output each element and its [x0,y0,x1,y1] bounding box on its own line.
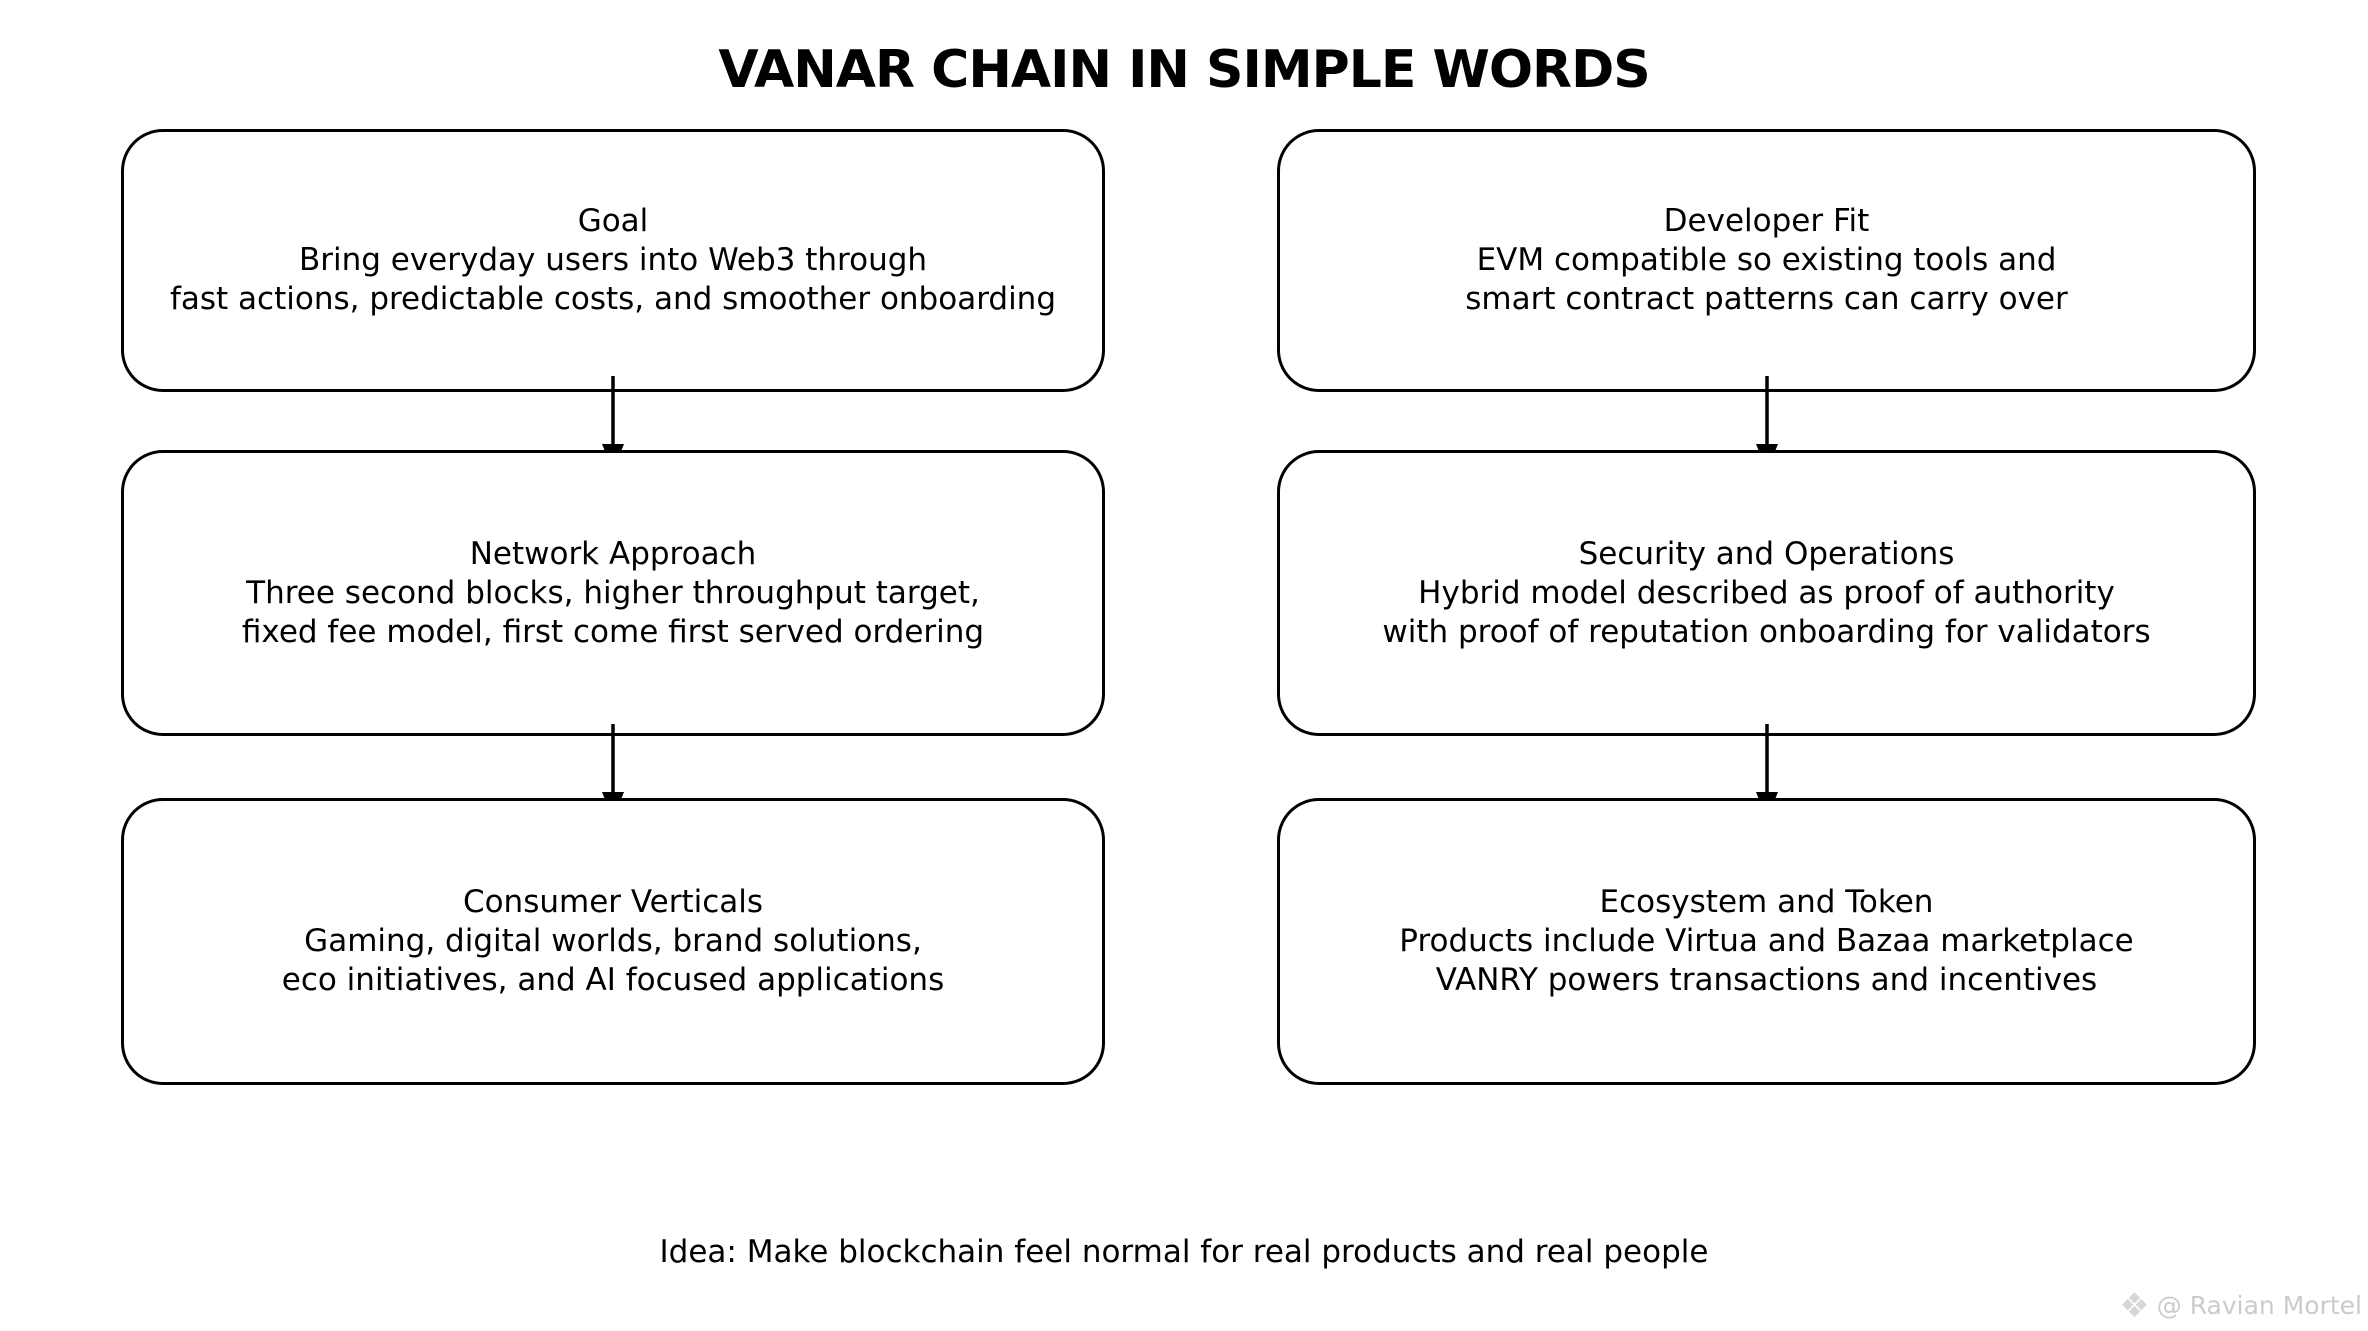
box-consumer-verticals: Consumer Verticals Gaming, digital world… [121,798,1105,1085]
idea-caption: Idea: Make blockchain feel normal for re… [659,1234,1709,1270]
box-developer-fit: Developer Fit EVM compatible so existing… [1277,129,2256,392]
diamond-logo-icon: ❖ [2119,1286,2150,1326]
box-ecosystem-and-token-line-1: Products include Virtua and Bazaa market… [1399,923,2134,959]
box-ecosystem-and-token: Ecosystem and Token Products include Vir… [1277,798,2256,1085]
box-ecosystem-and-token-line-2: VANRY powers transactions and incentives [1435,962,2098,998]
box-goal: Goal Bring everyday users into Web3 thro… [121,129,1105,392]
box-security-and-operations-text: Security and Operations Hybrid model des… [1280,535,2253,652]
box-goal-line-1: Bring everyday users into Web3 through [298,242,928,278]
box-network-approach-line-1: Three second blocks, higher throughput t… [246,574,980,611]
box-developer-fit-line-2: smart contract patterns can carry over [1465,281,2068,317]
box-developer-fit-text: Developer Fit EVM compatible so existing… [1280,202,2253,319]
box-consumer-verticals-line-2: eco initiatives, and AI focused applicat… [281,962,945,998]
page-title: VANAR CHAIN IN SIMPLE WORDS [718,40,1650,100]
box-security-and-operations-heading: Security and Operations [1578,535,1955,572]
box-ecosystem-and-token-heading: Ecosystem and Token [1599,884,1934,920]
box-developer-fit-line-1: EVM compatible so existing tools and [1476,242,2057,278]
box-network-approach-heading: Network Approach [469,535,757,572]
box-consumer-verticals-text: Consumer Verticals Gaming, digital world… [124,883,1102,1000]
box-goal-text: Goal Bring everyday users into Web3 thro… [124,202,1102,319]
box-security-and-operations: Security and Operations Hybrid model des… [1277,450,2256,736]
box-security-and-operations-line-1: Hybrid model described as proof of autho… [1418,574,2115,611]
box-consumer-verticals-line-1: Gaming, digital worlds, brand solutions, [304,923,922,959]
box-developer-fit-heading: Developer Fit [1663,203,1870,239]
watermark: ❖ @ Ravian Mortel [2119,1286,2362,1326]
box-consumer-verticals-heading: Consumer Verticals [462,884,764,920]
box-network-approach-line-2: fixed fee model, first come first served… [241,613,985,650]
box-network-approach: Network Approach Three second blocks, hi… [121,450,1105,736]
box-goal-heading: Goal [577,203,649,239]
box-ecosystem-and-token-text: Ecosystem and Token Products include Vir… [1280,883,2253,1000]
watermark-text: @ Ravian Mortel [2156,1291,2362,1320]
box-security-and-operations-line-2: with proof of reputation onboarding for … [1382,613,2151,650]
box-network-approach-text: Network Approach Three second blocks, hi… [124,535,1102,652]
box-goal-line-2: fast actions, predictable costs, and smo… [169,281,1057,317]
